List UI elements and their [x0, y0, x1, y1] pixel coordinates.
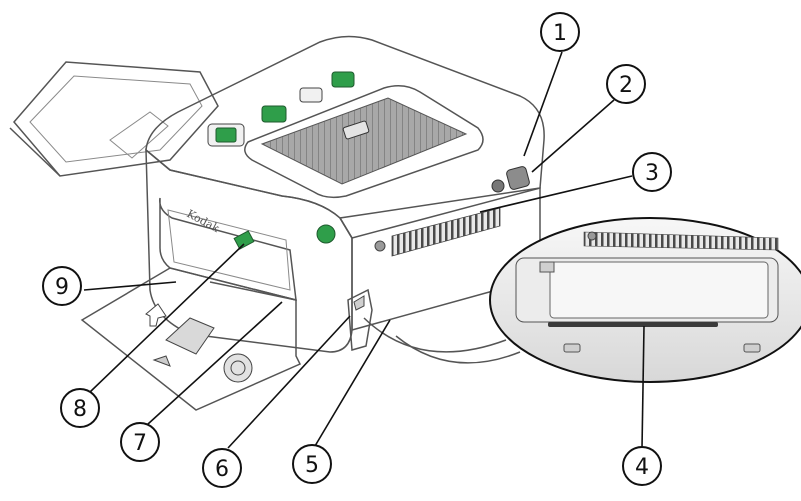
docking-connector: [347, 288, 373, 351]
vent-grille: [374, 207, 501, 257]
output-tray: [80, 267, 302, 411]
callout-9: 9: [42, 266, 82, 306]
callout-5: 5: [292, 444, 332, 484]
callout-8-label: 8: [73, 397, 87, 422]
brand-label: Kodak: [185, 207, 222, 235]
callout-7: 7: [120, 422, 160, 462]
usb-port: [491, 166, 530, 193]
callout-9-label: 9: [55, 275, 69, 300]
callout-4-label: 4: [635, 455, 649, 480]
callout-7-label: 7: [133, 431, 147, 456]
top-cover: [244, 85, 484, 199]
callout-2-label: 2: [619, 73, 633, 98]
callout-6-label: 6: [215, 457, 229, 482]
paper-tray: [9, 61, 219, 177]
zoom-inset: [363, 217, 801, 383]
callout-6: 6: [202, 448, 242, 488]
callout-1: 1: [540, 12, 580, 52]
callout-5-label: 5: [305, 453, 319, 478]
callout-2: 2: [606, 64, 646, 104]
callout-1-label: 1: [553, 21, 567, 46]
callout-8: 8: [60, 388, 100, 428]
output-area: Kodak: [159, 197, 297, 301]
callout-4: 4: [622, 446, 662, 486]
callout-3: 3: [632, 152, 672, 192]
control-buttons: [207, 71, 355, 244]
leader-lines: [83, 51, 645, 449]
callout-3-label: 3: [645, 161, 659, 186]
